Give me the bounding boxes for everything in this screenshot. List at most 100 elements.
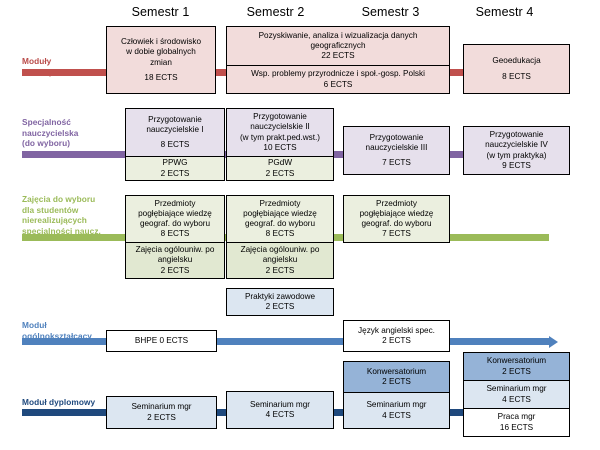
course-line: Przygotowanie bbox=[148, 114, 202, 124]
course-box-r3c2c[interactable]: Praktyki zawodowe 2 ECTS bbox=[226, 288, 334, 316]
course-ects: 4 ECTS bbox=[265, 410, 295, 419]
course-box-r2c2b[interactable]: PGdW 2 ECTS bbox=[226, 156, 334, 181]
arrow-head-icon bbox=[549, 335, 558, 348]
course-box-r1c1[interactable]: Człowiek i środowisko w dobie globalnych… bbox=[106, 26, 216, 94]
course-line: Przedmioty bbox=[154, 198, 196, 208]
course-line: Przygotowanie bbox=[489, 130, 544, 140]
course-ects: 7 ECTS bbox=[382, 158, 411, 168]
course-box-r3c2a[interactable]: Przedmioty pogłębiające wiedzę geograf. … bbox=[226, 195, 334, 243]
course-line: Seminarium mgr bbox=[249, 399, 311, 409]
course-line: Człowiek i środowisko bbox=[120, 37, 202, 47]
course-ects: 2 ECTS bbox=[160, 265, 190, 275]
row-label-zajecia-do-wyboru: Zajęcia do wyboru dla studentów niereali… bbox=[22, 194, 101, 236]
course-line: nauczycielskie III bbox=[365, 142, 428, 152]
course-box-r3c1a[interactable]: Przedmioty pogłębiające wiedzę geograf. … bbox=[125, 195, 225, 243]
course-line: Seminarium mgr bbox=[366, 400, 427, 410]
course-line: w dobie globalnych bbox=[126, 47, 196, 57]
course-box-r2c3[interactable]: Przygotowanie nauczycielskie III 7 ECTS bbox=[343, 126, 450, 175]
course-line: angielsku bbox=[262, 255, 298, 265]
course-line: Konwersatorium bbox=[366, 366, 427, 376]
course-ects: 2 ECTS bbox=[265, 302, 295, 311]
course-box-r3c3[interactable]: Przedmioty pogłębiające wiedzę geograf. … bbox=[343, 195, 450, 243]
course-line: nauczycielskie I bbox=[146, 124, 204, 134]
course-ects: 2 ECTS bbox=[265, 168, 295, 178]
course-line: Przygotowanie bbox=[369, 132, 424, 142]
course-box-r5c4a[interactable]: Konwersatorium 2 ECTS bbox=[463, 352, 570, 381]
course-line: (w tym praktyka) bbox=[486, 150, 547, 160]
course-line: Przygotowanie bbox=[253, 112, 307, 122]
course-box-r3c1b[interactable]: Zajęcia ogólouniw. po angielsku 2 ECTS bbox=[125, 242, 225, 279]
course-ects: 8 ECTS bbox=[160, 229, 190, 239]
course-box-r2c1b[interactable]: PPWG 2 ECTS bbox=[125, 156, 225, 181]
course-ects: 8 ECTS bbox=[265, 229, 295, 239]
course-ects: 4 ECTS bbox=[502, 394, 531, 404]
course-ects: 7 ECTS bbox=[382, 229, 411, 239]
course-ects: 6 ECTS bbox=[323, 79, 353, 89]
course-line: (w tym prakt.ped.wst.) bbox=[239, 132, 321, 142]
row-label-dyplomowy: Moduł dyplomowy bbox=[22, 397, 96, 407]
course-line: Wsp. problemy przyrodnicze i społ.-gosp.… bbox=[251, 69, 425, 79]
semester-header-1: Semestr 1 bbox=[131, 5, 190, 19]
course-ects: 18 ECTS bbox=[144, 72, 178, 82]
course-line: pogłębiające wiedzę bbox=[359, 208, 434, 218]
course-ects: 8 ECTS bbox=[160, 140, 190, 150]
course-box-r1c4[interactable]: Geoedukacja 8 ECTS bbox=[463, 44, 570, 94]
row-label-specjalnosc: Specjalność nauczycielska (do wyboru) bbox=[22, 117, 79, 148]
course-box-r5c4c[interactable]: Praca mgr 16 ECTS bbox=[463, 408, 570, 437]
course-line: Konwersatorium bbox=[486, 356, 547, 366]
course-ects: 10 ECTS bbox=[263, 142, 297, 152]
course-line: Seminarium mgr bbox=[486, 384, 547, 394]
course-box-r2c4[interactable]: Przygotowanie nauczycielskie IV (w tym p… bbox=[463, 126, 570, 175]
course-line: Przedmioty bbox=[376, 198, 417, 208]
arrow-bar bbox=[22, 338, 549, 345]
course-ects: 2 ECTS bbox=[382, 336, 411, 345]
course-ects: 16 ECTS bbox=[499, 422, 534, 432]
course-box-r5c3a[interactable]: Konwersatorium 2 ECTS bbox=[343, 361, 450, 393]
course-ects: 2 ECTS bbox=[502, 366, 531, 376]
course-line: nauczycielskie II bbox=[250, 122, 310, 132]
course-ects: 2 ECTS bbox=[265, 265, 295, 275]
course-line: pogłębiające wiedzę bbox=[138, 208, 212, 218]
course-ects: 2 ECTS bbox=[147, 412, 176, 422]
course-box-r5c1[interactable]: Seminarium mgr 2 ECTS bbox=[106, 396, 217, 429]
semester-header-3: Semestr 3 bbox=[361, 5, 420, 19]
course-box-r4c3[interactable]: Język angielski spec. 2 ECTS bbox=[343, 320, 450, 352]
course-box-r4c12[interactable]: BHPE 0 ECTS bbox=[106, 330, 217, 352]
semester-header-2: Semestr 2 bbox=[246, 5, 305, 19]
course-box-r1c23b[interactable]: Wsp. problemy przyrodnicze i społ.-gosp.… bbox=[226, 65, 450, 94]
course-line: Zajęcia ogólouniw. po bbox=[240, 245, 320, 255]
semester-header-4: Semestr 4 bbox=[475, 5, 534, 19]
course-box-r5c2[interactable]: Seminarium mgr 4 ECTS bbox=[226, 391, 334, 429]
course-ects: 22 ECTS bbox=[321, 51, 355, 61]
course-line: geograf. do wyboru bbox=[139, 219, 211, 228]
course-line: geograficznych bbox=[310, 40, 366, 50]
course-ects: 9 ECTS bbox=[502, 160, 531, 170]
course-box-r3c2b[interactable]: Zajęcia ogólouniw. po angielsku 2 ECTS bbox=[226, 242, 334, 279]
course-line: Zajęcia ogólouniw. po bbox=[135, 245, 215, 255]
course-line: angielsku bbox=[157, 255, 193, 265]
course-box-r5c4b[interactable]: Seminarium mgr 4 ECTS bbox=[463, 380, 570, 409]
course-line: PGdW bbox=[267, 158, 293, 168]
course-line: Geoedukacja bbox=[492, 56, 541, 66]
course-ects: 4 ECTS bbox=[382, 410, 411, 420]
course-line: Praktyki zawodowe bbox=[244, 291, 316, 301]
course-box-r2c2a[interactable]: Przygotowanie nauczycielskie II (w tym p… bbox=[226, 108, 334, 157]
course-box-r1c23a[interactable]: Pozyskiwanie, analiza i wizualizacja dan… bbox=[226, 26, 450, 66]
row-label-ogolnoksztalcacy: Moduł ogólnokształcący bbox=[22, 320, 92, 341]
course-line: Język angielski spec. bbox=[358, 325, 435, 335]
course-line: Pozyskiwanie, analiza i wizualizacja dan… bbox=[258, 30, 418, 40]
course-box-r2c1a[interactable]: Przygotowanie nauczycielskie I 8 ECTS bbox=[125, 108, 225, 157]
course-line: pogłębiające wiedzę bbox=[243, 208, 317, 218]
course-ects: 2 ECTS bbox=[160, 168, 190, 178]
course-box-r5c3b[interactable]: Seminarium mgr 4 ECTS bbox=[343, 392, 450, 429]
course-line: zmian bbox=[150, 57, 172, 67]
course-line: PPWG bbox=[162, 158, 188, 168]
course-ects: 8 ECTS bbox=[502, 71, 531, 81]
course-line: geograf. do wyboru bbox=[361, 219, 432, 228]
course-line: Praca mgr bbox=[497, 412, 536, 422]
course-line: geograf. do wyboru bbox=[244, 219, 316, 228]
course-line: nauczycielskie IV bbox=[485, 140, 548, 150]
course-line: Przedmioty bbox=[259, 198, 301, 208]
course-ects: 2 ECTS bbox=[382, 377, 411, 386]
